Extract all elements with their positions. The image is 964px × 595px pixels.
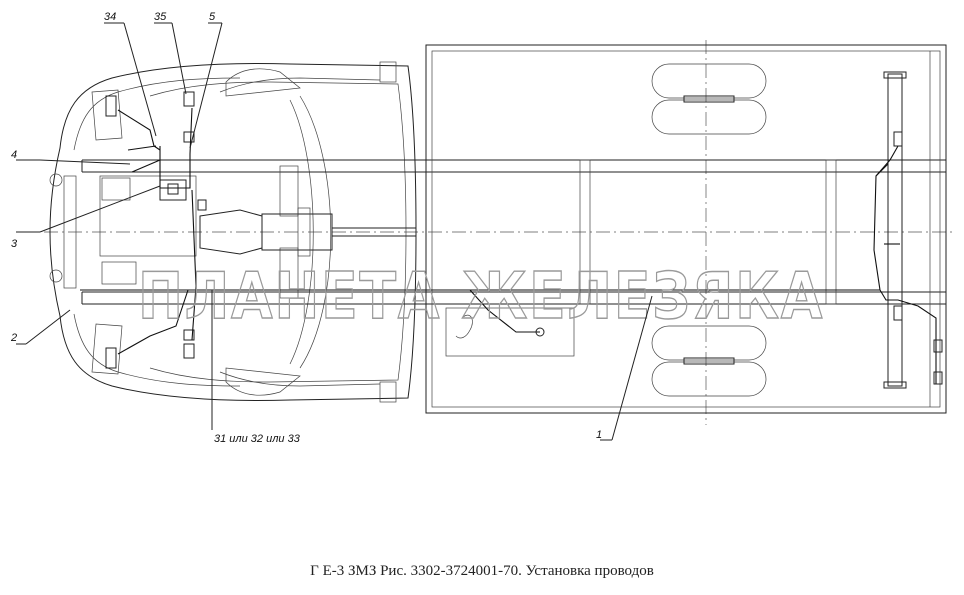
watermark: ПЛАНЕТА ЖЕЛЕЗЯКА — [138, 260, 824, 334]
center-lines — [20, 40, 955, 425]
vehicle-cab — [49, 61, 417, 403]
callouts: 34 35 5 4 3 2 31 или 32 или 33 1 — [10, 11, 653, 445]
callout-34: 34 — [104, 11, 116, 23]
callout-1: 1 — [596, 429, 602, 441]
callout-4: 4 — [11, 149, 17, 161]
cargo-body — [425, 44, 947, 414]
wiring-harness — [80, 107, 943, 385]
frame-rails — [81, 159, 946, 305]
transmission — [199, 165, 416, 299]
callout-3: 3 — [11, 238, 18, 250]
callout-2: 2 — [10, 332, 17, 344]
callout-5: 5 — [209, 11, 216, 23]
callout-31-32-33: 31 или 32 или 33 — [214, 433, 301, 445]
callout-35: 35 — [154, 11, 167, 23]
figure-caption: Г Е-3 ЗМЗ Рис. 3302-3724001-70. Установк… — [310, 563, 654, 579]
